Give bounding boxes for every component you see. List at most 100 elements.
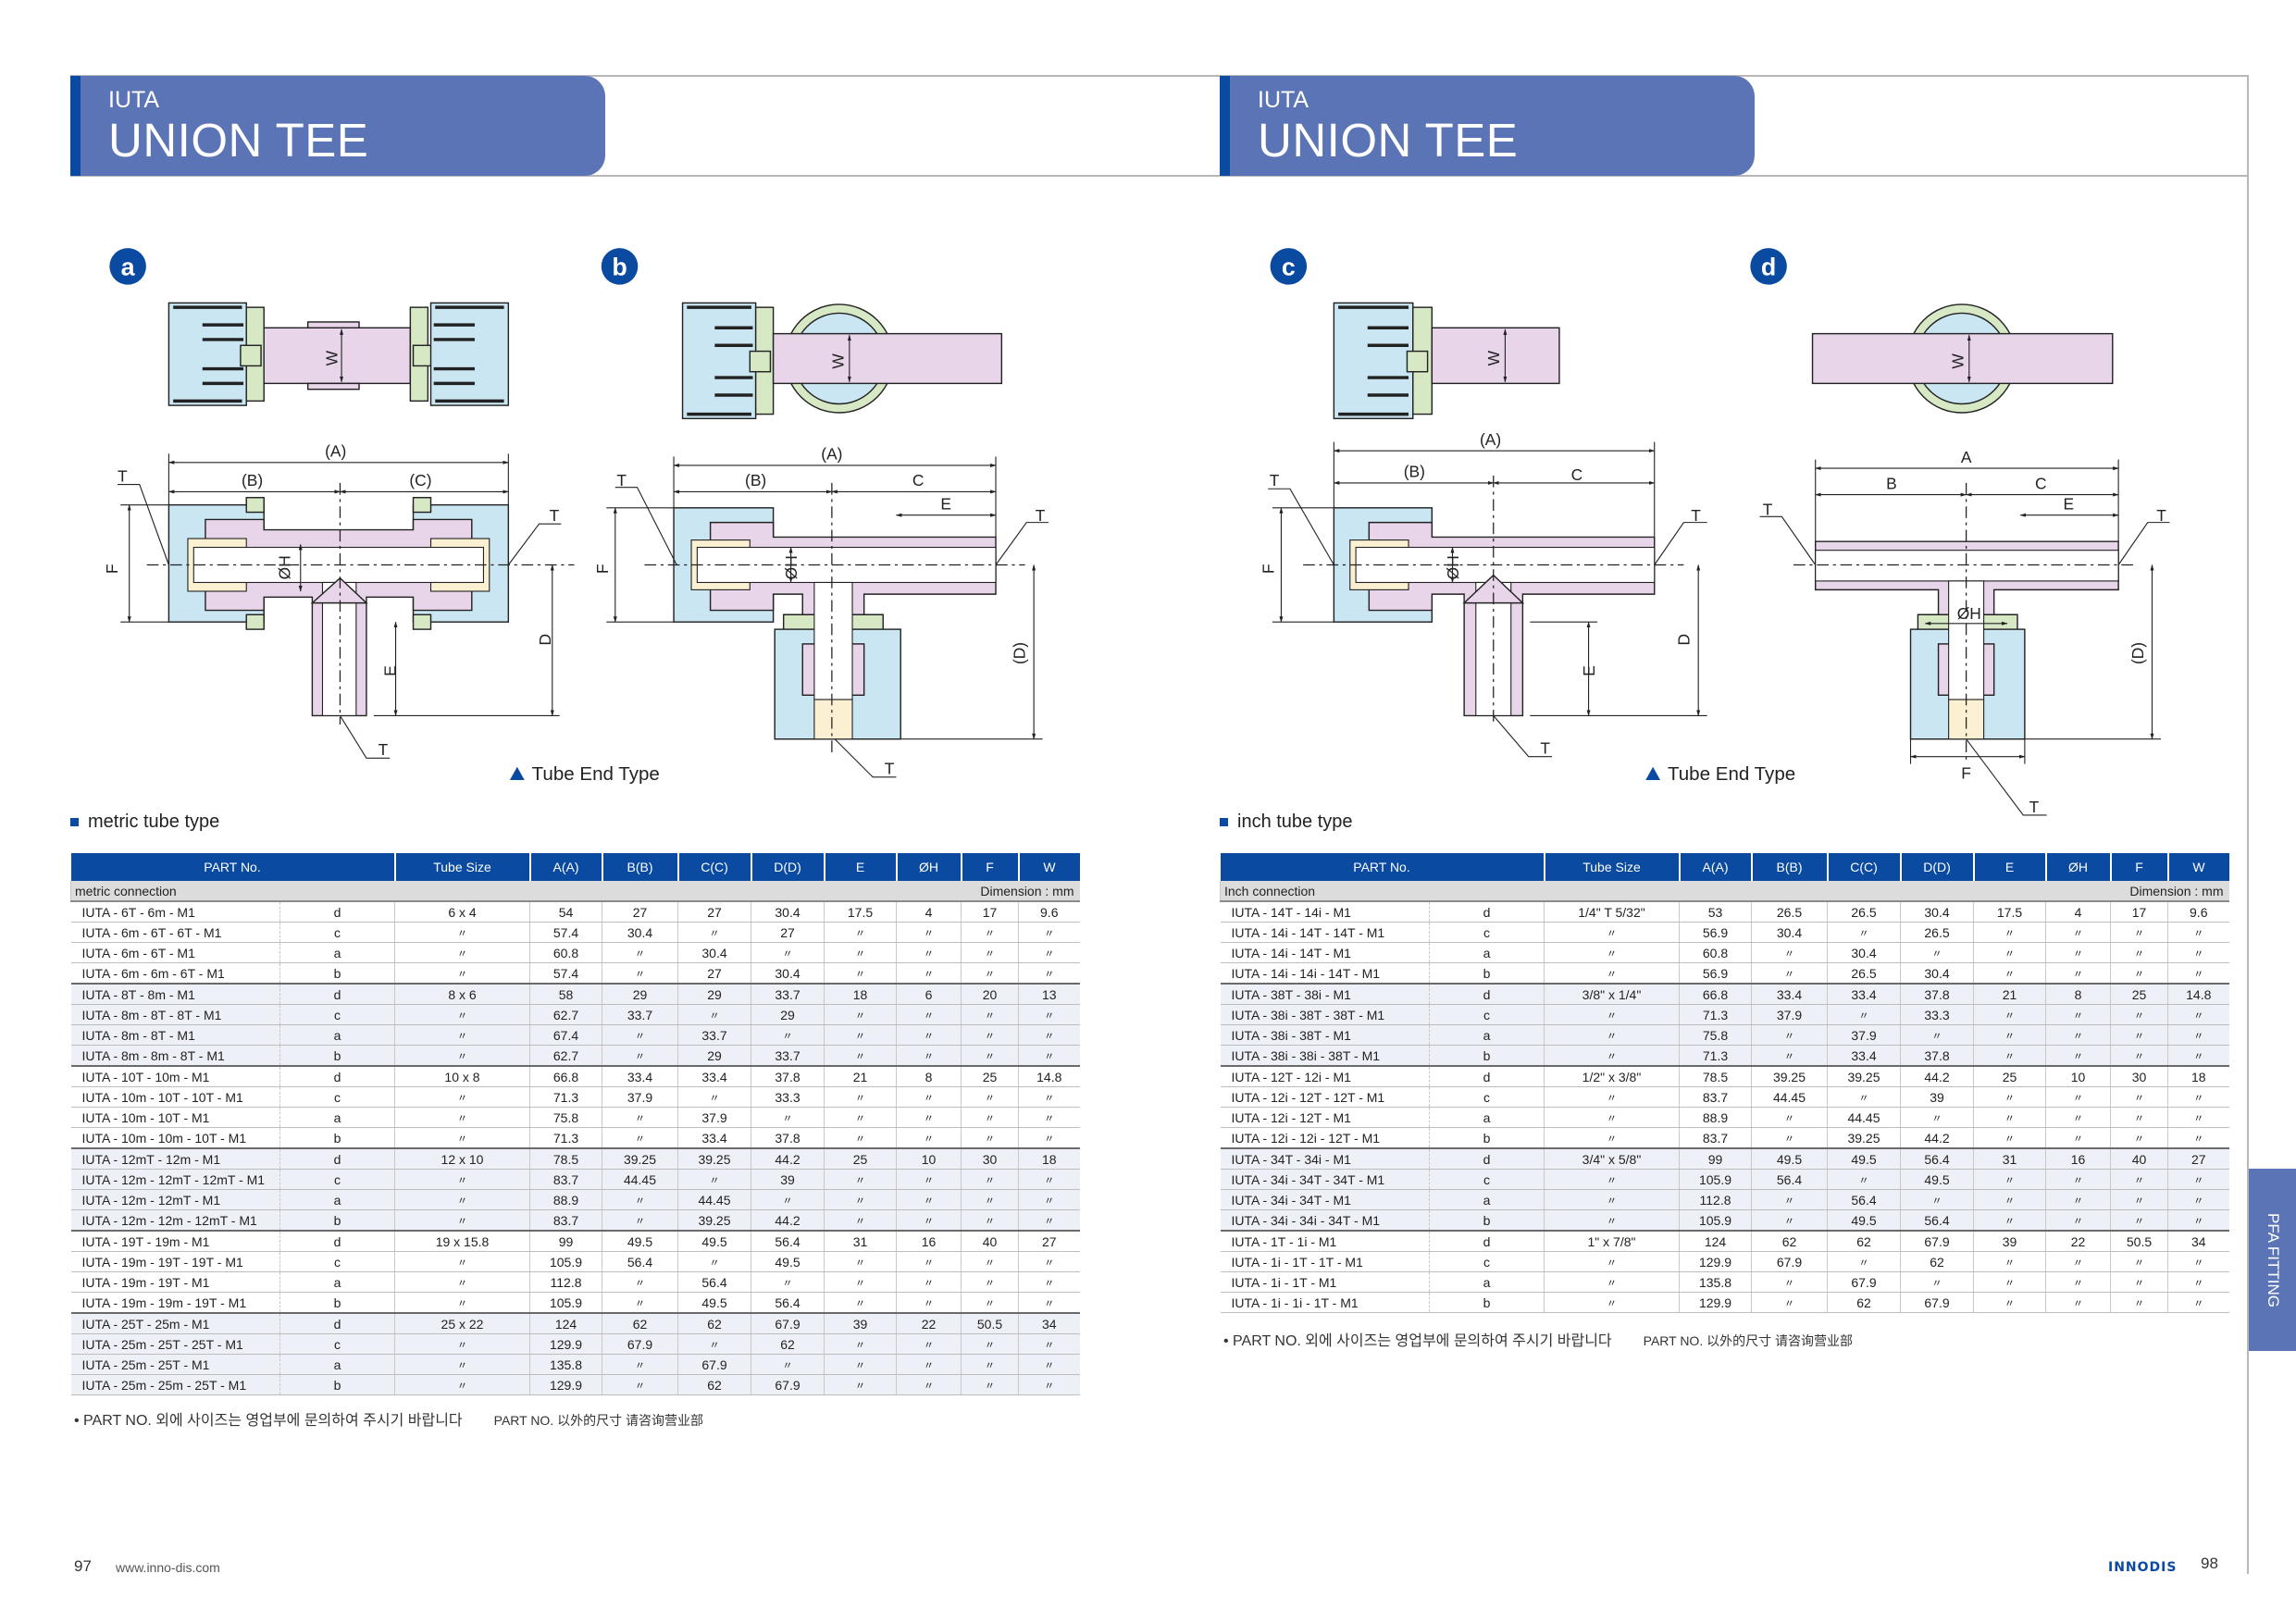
table-cell: 56.9 bbox=[1679, 922, 1752, 943]
table-cell: 〃 bbox=[2167, 1271, 2229, 1293]
table-cell: 129.9 bbox=[1679, 1292, 1752, 1313]
table-cell: 〃 bbox=[1973, 1189, 2046, 1210]
column-header: E bbox=[823, 853, 897, 881]
table-cell: 30.4 bbox=[1900, 962, 1974, 985]
table-cell: 33.7 bbox=[751, 1045, 825, 1067]
table-cell: 13 bbox=[1018, 983, 1080, 1005]
table-cell: 〃 bbox=[602, 1024, 678, 1046]
drawing-badge-c: c bbox=[1270, 248, 1308, 285]
column-header: Tube Size bbox=[1543, 853, 1680, 881]
table-cell: 〃 bbox=[1973, 1251, 2046, 1272]
drawing-type-cell: d bbox=[1429, 1147, 1545, 1170]
table-cell: 〃 bbox=[1544, 962, 1680, 985]
table-cell: 58 bbox=[529, 983, 602, 1005]
table-cell: 〃 bbox=[824, 1189, 897, 1210]
table-cell: 〃 bbox=[2167, 1024, 2229, 1046]
table-cell: 〃 bbox=[1544, 1004, 1680, 1025]
table-cell: 29 bbox=[677, 983, 751, 1005]
table-cell: 〃 bbox=[2110, 922, 2168, 943]
svg-text:(B): (B) bbox=[1404, 463, 1425, 481]
table-cell: 〃 bbox=[1544, 1271, 1680, 1293]
part-number-cell: IUTA - 10m - 10T - M1 bbox=[70, 1107, 280, 1128]
website-link[interactable]: www.inno-dis.com bbox=[116, 1560, 220, 1575]
drawing-type-cell: d bbox=[1429, 901, 1545, 923]
table-cell: 〃 bbox=[2167, 1004, 2229, 1025]
table-cell: 〃 bbox=[824, 1045, 897, 1067]
table-cell: 62.7 bbox=[529, 1004, 602, 1025]
svg-text:T: T bbox=[379, 740, 389, 759]
table-cell: 60.8 bbox=[1679, 942, 1752, 963]
table-cell: 37.9 bbox=[602, 1086, 678, 1108]
drawing-type-cell: a bbox=[1429, 1189, 1545, 1210]
side-tab-pfa-fitting[interactable]: PFA FITTING bbox=[2249, 1169, 2296, 1351]
table-cell: 33.7 bbox=[602, 1004, 678, 1025]
drawing-type-cell: b bbox=[279, 962, 395, 985]
table-cell: 〃 bbox=[394, 1271, 530, 1293]
table-cell: 〃 bbox=[2110, 1251, 2168, 1272]
table-cell: 〃 bbox=[824, 1271, 897, 1293]
table-cell: 〃 bbox=[602, 942, 678, 963]
drawing-d-top-view: W bbox=[1811, 304, 2114, 414]
table-cell: 〃 bbox=[677, 922, 751, 943]
table-cell: 〃 bbox=[896, 1169, 962, 1190]
table-cell: 〃 bbox=[677, 1169, 751, 1190]
table-cell: 34 bbox=[2167, 1230, 2229, 1252]
table-cell: 〃 bbox=[2110, 1107, 2168, 1128]
drawing-type-cell: c bbox=[279, 922, 395, 943]
drawing-type-cell: d bbox=[279, 901, 395, 923]
svg-text:(D): (D) bbox=[2128, 642, 2147, 664]
table-cell: 〃 bbox=[1544, 1169, 1680, 1190]
table-cell: 〃 bbox=[1827, 1086, 1901, 1108]
table-cell: 〃 bbox=[1751, 942, 1828, 963]
drawing-type-cell: d bbox=[1429, 1230, 1545, 1252]
table-cell: 〃 bbox=[2045, 1024, 2111, 1046]
table-cell: 39 bbox=[751, 1169, 825, 1190]
table-cell: 37.8 bbox=[751, 1127, 825, 1149]
drawing-type-cell: a bbox=[1429, 1107, 1545, 1128]
drawing-type-cell: b bbox=[1429, 1209, 1545, 1232]
part-number-cell: IUTA - 1i - 1T - M1 bbox=[1220, 1271, 1430, 1293]
innodis-logo: INNODIS bbox=[2108, 1560, 2178, 1575]
table-cell: 62 bbox=[1751, 1230, 1828, 1252]
table-cell: 〃 bbox=[677, 1333, 751, 1355]
table-cell: 30.4 bbox=[751, 901, 825, 923]
table-cell: 60.8 bbox=[529, 942, 602, 963]
table-cell: 30 bbox=[961, 1147, 1019, 1170]
table-cell: 49.5 bbox=[677, 1230, 751, 1252]
drawing-type-cell: c bbox=[279, 1004, 395, 1025]
svg-text:F: F bbox=[103, 564, 121, 574]
table-cell: 〃 bbox=[961, 1209, 1019, 1232]
table-cell: 19 x 15.8 bbox=[394, 1230, 530, 1252]
drawing-type-cell: c bbox=[1429, 922, 1545, 943]
table-cell: 105.9 bbox=[1679, 1209, 1752, 1232]
table-cell: 67.9 bbox=[1751, 1251, 1828, 1272]
table-cell: 〃 bbox=[1018, 942, 1080, 963]
drawing-a-top-view: W bbox=[168, 302, 510, 406]
drawing-type-cell: d bbox=[279, 983, 395, 1005]
column-header: Tube Size bbox=[393, 853, 530, 881]
svg-text:T: T bbox=[1036, 506, 1046, 525]
table-cell: 〃 bbox=[1973, 1024, 2046, 1046]
table-cell: 〃 bbox=[896, 1127, 962, 1149]
table-cell: 〃 bbox=[896, 1354, 962, 1375]
table-cell: 44.2 bbox=[1900, 1065, 1974, 1087]
table-cell: 〃 bbox=[1018, 922, 1080, 943]
table-cell: 〃 bbox=[1018, 1209, 1080, 1232]
drawing-type-cell: b bbox=[1429, 1292, 1545, 1313]
table-cell: 71.3 bbox=[1679, 1004, 1752, 1025]
table-cell: 〃 bbox=[2110, 1189, 2168, 1210]
part-number-cell: IUTA - 12i - 12i - 12T - M1 bbox=[1220, 1127, 1430, 1149]
table-cell: 33.7 bbox=[751, 983, 825, 1005]
table-cell: 〃 bbox=[751, 1271, 825, 1293]
table-cell: 〃 bbox=[896, 1251, 962, 1272]
svg-text:C: C bbox=[2035, 474, 2047, 492]
table-cell: 30 bbox=[2110, 1065, 2168, 1087]
